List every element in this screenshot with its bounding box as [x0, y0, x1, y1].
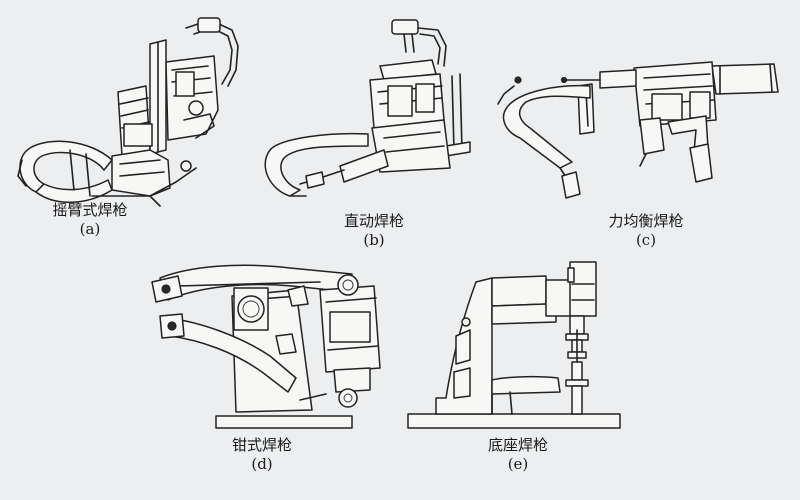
figure-label-c: (c) [635, 231, 657, 249]
caption-a: 摇臂式焊枪 (a) [0, 201, 180, 239]
caption-e: 底座焊枪 (e) [428, 436, 608, 474]
pedestal-gun-illustration [407, 261, 621, 429]
figure-label-e: (e) [507, 455, 529, 473]
caption-b: 直动焊枪 (b) [284, 212, 464, 250]
figure-title-e: 底座焊枪 [487, 436, 548, 454]
figure-title-d: 钳式焊枪 [231, 436, 292, 454]
force-balanced-gun-illustration [497, 61, 779, 199]
figure-title-a: 摇臂式焊枪 [52, 201, 128, 219]
figure-label-a: (a) [79, 220, 101, 238]
pincer-gun-illustration [151, 264, 381, 429]
rocker-arm-gun-illustration [17, 17, 239, 207]
figure-label-d: (d) [251, 455, 273, 473]
caption-c: 力均衡焊枪 (c) [556, 212, 736, 250]
caption-d: 钳式焊枪 (d) [172, 436, 352, 474]
direct-acting-gun-illustration [264, 19, 471, 197]
figure-label-b: (b) [363, 231, 385, 249]
figure-title-b: 直动焊枪 [343, 212, 404, 230]
figure-title-c: 力均衡焊枪 [608, 212, 684, 230]
